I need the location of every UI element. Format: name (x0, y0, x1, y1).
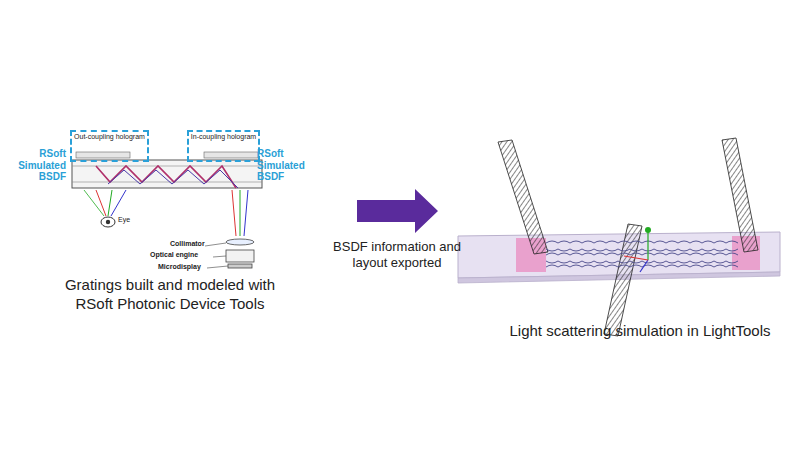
region-heading: RSoft Simulated BSDF (257, 148, 323, 183)
dashed-region: In-coupling hologramRSoft Simulated BSDF (187, 130, 260, 162)
flow-arrow (357, 189, 438, 233)
hologram-label: Out-coupling hologram (72, 132, 147, 140)
dashed-region: RSoft Simulated BSDFOut-coupling hologra… (70, 130, 149, 162)
part-label: Microdisplay (158, 263, 201, 272)
part-label: Optical engine (150, 251, 198, 260)
waveguide-illustration (72, 152, 262, 268)
region-heading: RSoft Simulated BSDF (0, 148, 66, 183)
hologram-label: In-coupling hologram (189, 132, 258, 140)
arrow-label: BSDF information and layout exported (317, 239, 477, 272)
part-label: Collimator (170, 240, 205, 249)
caption: Light scattering simulation in LightTool… (490, 322, 790, 341)
lighttools-illustration (458, 138, 780, 336)
caption: Gratings built and modeled with RSoft Ph… (48, 276, 293, 314)
part-label: Eye (118, 216, 130, 225)
